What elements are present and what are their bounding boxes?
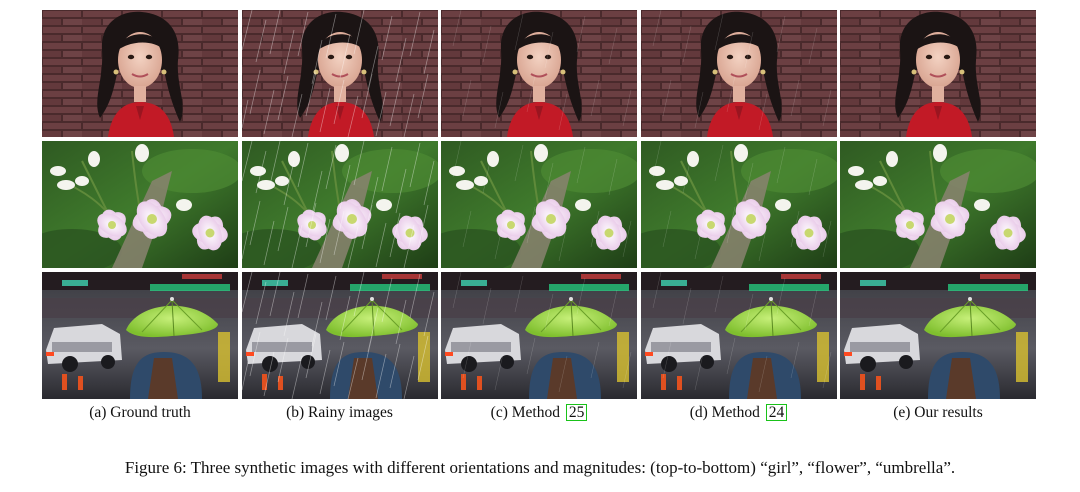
umbrella-photo bbox=[840, 272, 1036, 399]
caption-method-25: (c) Method 25 bbox=[441, 404, 637, 422]
image-umbrella-method-25 bbox=[441, 272, 637, 399]
image-flower-method-24 bbox=[641, 141, 837, 268]
caption-rainy-images: (b) Rainy images bbox=[286, 404, 393, 421]
image-umbrella-ground-truth bbox=[42, 272, 238, 399]
girl-photo bbox=[840, 10, 1036, 137]
image-flower-rainy bbox=[242, 141, 438, 268]
girl-photo bbox=[441, 10, 637, 137]
girl-photo bbox=[42, 10, 238, 137]
umbrella-photo bbox=[42, 272, 238, 399]
image-umbrella-rainy bbox=[242, 272, 438, 399]
image-girl-ground-truth bbox=[42, 10, 238, 137]
flower-photo bbox=[42, 141, 238, 268]
image-girl-method-24 bbox=[641, 10, 837, 137]
flower-photo bbox=[242, 141, 438, 268]
citation-link-25[interactable]: 25 bbox=[565, 404, 588, 421]
umbrella-photo bbox=[441, 272, 637, 399]
image-girl-method-25 bbox=[441, 10, 637, 137]
figure-caption: Figure 6: Three synthetic images with di… bbox=[124, 458, 956, 477]
caption-our-results: (e) Our results bbox=[893, 404, 983, 421]
flower-photo bbox=[441, 141, 637, 268]
flower-photo bbox=[840, 141, 1036, 268]
citation-link-24[interactable]: 24 bbox=[765, 404, 788, 421]
image-umbrella-our-results bbox=[840, 272, 1036, 399]
image-girl-rainy bbox=[242, 10, 438, 137]
caption-ground-truth: (a) Ground truth bbox=[89, 404, 191, 421]
image-flower-ground-truth bbox=[42, 141, 238, 268]
caption-method-24: (d) Method 24 bbox=[641, 404, 837, 422]
image-flower-method-25 bbox=[441, 141, 637, 268]
umbrella-photo bbox=[242, 272, 438, 399]
figure-image-grid bbox=[42, 10, 1036, 399]
image-umbrella-method-24 bbox=[641, 272, 837, 399]
girl-photo bbox=[641, 10, 837, 137]
umbrella-photo bbox=[641, 272, 837, 399]
girl-photo bbox=[242, 10, 438, 137]
image-flower-our-results bbox=[840, 141, 1036, 268]
flower-photo bbox=[641, 141, 837, 268]
image-girl-our-results bbox=[840, 10, 1036, 137]
column-captions: (a) Ground truth (b) Rainy images (c) Me… bbox=[42, 404, 1036, 422]
